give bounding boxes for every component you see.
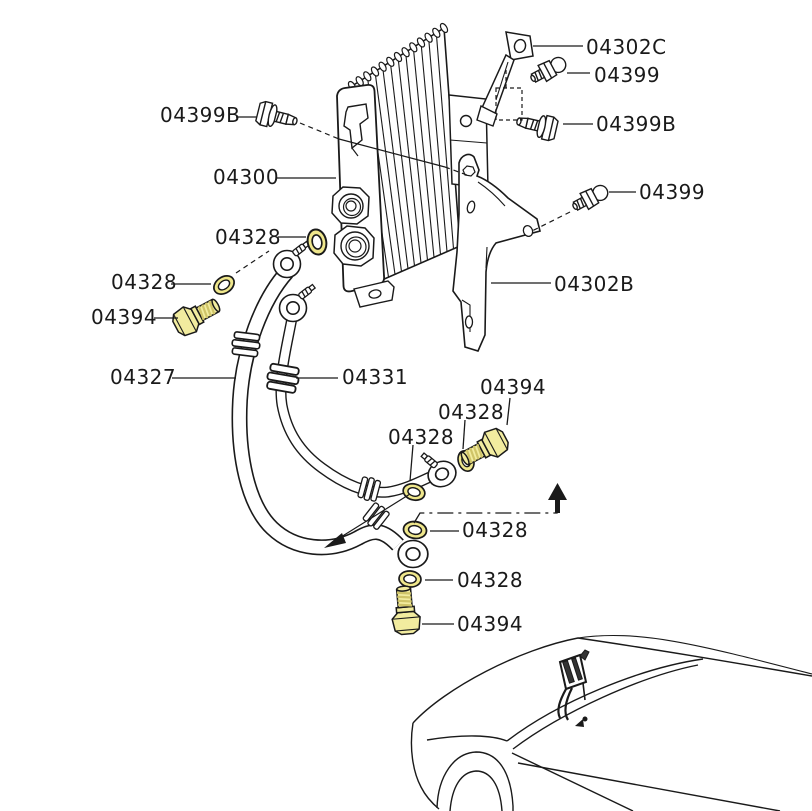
banjo-pin-lower-left (297, 283, 317, 301)
union-bolt-left (168, 290, 226, 341)
part-label-04328-bottom-2: 04328 (457, 568, 524, 592)
cooler-port-lower (333, 225, 375, 267)
bolt-04399-middle (568, 180, 612, 216)
part-label-04399B-upper-left: 04399B (160, 103, 241, 127)
part-label-04327: 04327 (110, 365, 177, 389)
tube-04331-drawing (275, 316, 433, 498)
part-label-04394-left: 04394 (91, 305, 158, 329)
part-label-04328-at-port: 04328 (215, 225, 282, 249)
part-label-04394-bottom: 04394 (457, 612, 524, 636)
oil-cooler-drawing (331, 22, 489, 308)
part-label-04331: 04331 (342, 365, 409, 389)
union-bolt-bottom (388, 583, 423, 637)
car-mounted-assembly (557, 649, 590, 727)
part-label-04394-middle: 04394 (480, 375, 547, 399)
cooler-port-upper (331, 186, 370, 225)
cooler-foot (353, 280, 395, 308)
tube-end-collar (356, 474, 382, 504)
part-label-04399-upper-right: 04399 (594, 63, 661, 87)
part-label-04300: 04300 (213, 165, 280, 189)
part-label-04399-middle: 04399 (639, 180, 706, 204)
part-label-04399B-right: 04399B (596, 112, 677, 136)
bracket-04302C-drawing (476, 31, 534, 127)
part-label-04328-left: 04328 (111, 270, 178, 294)
bolt-04399B-upper-left (254, 99, 301, 135)
part-label-04302B: 04302B (554, 272, 635, 296)
oring-left (209, 271, 239, 299)
oring-bottom-2 (397, 569, 423, 589)
oring-at-port (304, 226, 330, 258)
leader-lines (154, 45, 636, 625)
part-label-04302C: 04302C (586, 35, 667, 59)
bolt-04399-upper-right (526, 52, 570, 88)
oring-bottom-1 (401, 519, 429, 541)
tube-crimp-collar (264, 362, 302, 395)
bolt-04399B-right (513, 108, 560, 143)
flow-arrow-up (413, 483, 567, 524)
hose-crimp-collar (230, 330, 262, 358)
part-label-04328-mid-lower: 04328 (388, 425, 455, 449)
part-label-04328-mid-upper: 04328 (438, 400, 505, 424)
car-body-outline (410, 634, 812, 811)
assembly-axis-lines (235, 70, 571, 274)
bracket-04302B-drawing (452, 153, 541, 352)
flow-arrow-left (324, 493, 411, 548)
banjo-eye-bottom (397, 539, 429, 569)
part-label-04328-bottom-1: 04328 (462, 518, 529, 542)
cooler-plate (331, 83, 395, 308)
banjo-pin-mid (419, 451, 439, 470)
